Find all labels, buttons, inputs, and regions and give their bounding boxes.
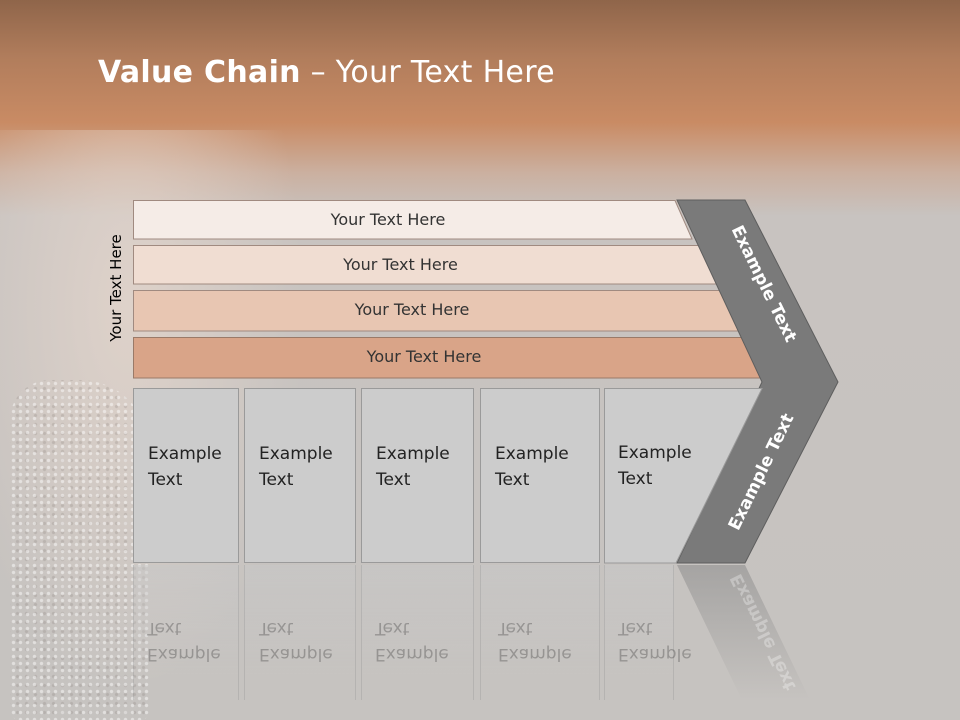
column-5-line1: Example (618, 443, 692, 463)
activity-column-2: Example Text (244, 388, 356, 563)
band-3-label: Your Text Here (354, 299, 470, 319)
background-photo-sequin-dress (10, 380, 150, 720)
title-bold: Value Chain (98, 55, 301, 90)
activity-column-3: Example Text (361, 388, 474, 563)
column-4-line2: Text (495, 470, 530, 490)
chevron-shape (676, 199, 839, 564)
column-5-line2: Text (618, 469, 653, 489)
activity-column-5-shape (604, 388, 763, 564)
column-1-reflection (133, 565, 239, 700)
activity-column-1: Example Text (133, 388, 239, 563)
column-5-reflection (604, 565, 674, 700)
column-4-line1: Example (495, 444, 569, 464)
column-3-line1: Example (376, 444, 450, 464)
band-4-label: Your Text Here (366, 346, 482, 366)
activity-column-4: Example Text (480, 388, 600, 563)
activity-column-5: Example Text (618, 440, 692, 492)
column-2-line2: Text (259, 470, 294, 490)
column-1-line1: Example (148, 444, 222, 464)
slide-title: Value Chain – Your Text Here (98, 55, 555, 90)
column-2-reflection (244, 565, 356, 700)
band-1: Your Text Here (133, 200, 693, 240)
chevron-reflection (677, 565, 810, 700)
band-2-label: Your Text Here (343, 254, 458, 274)
title-rest: – Your Text Here (300, 55, 555, 90)
column-3-reflection (361, 565, 474, 700)
band-3: Your Text Here (133, 290, 741, 332)
band-1-label: Your Text Here (330, 209, 446, 229)
band-1-shape (133, 200, 693, 240)
column-2-line1: Example (259, 444, 333, 464)
column-4-reflection (480, 565, 600, 700)
column-3-line2: Text (376, 470, 411, 490)
column-1-line2: Text (148, 470, 183, 490)
